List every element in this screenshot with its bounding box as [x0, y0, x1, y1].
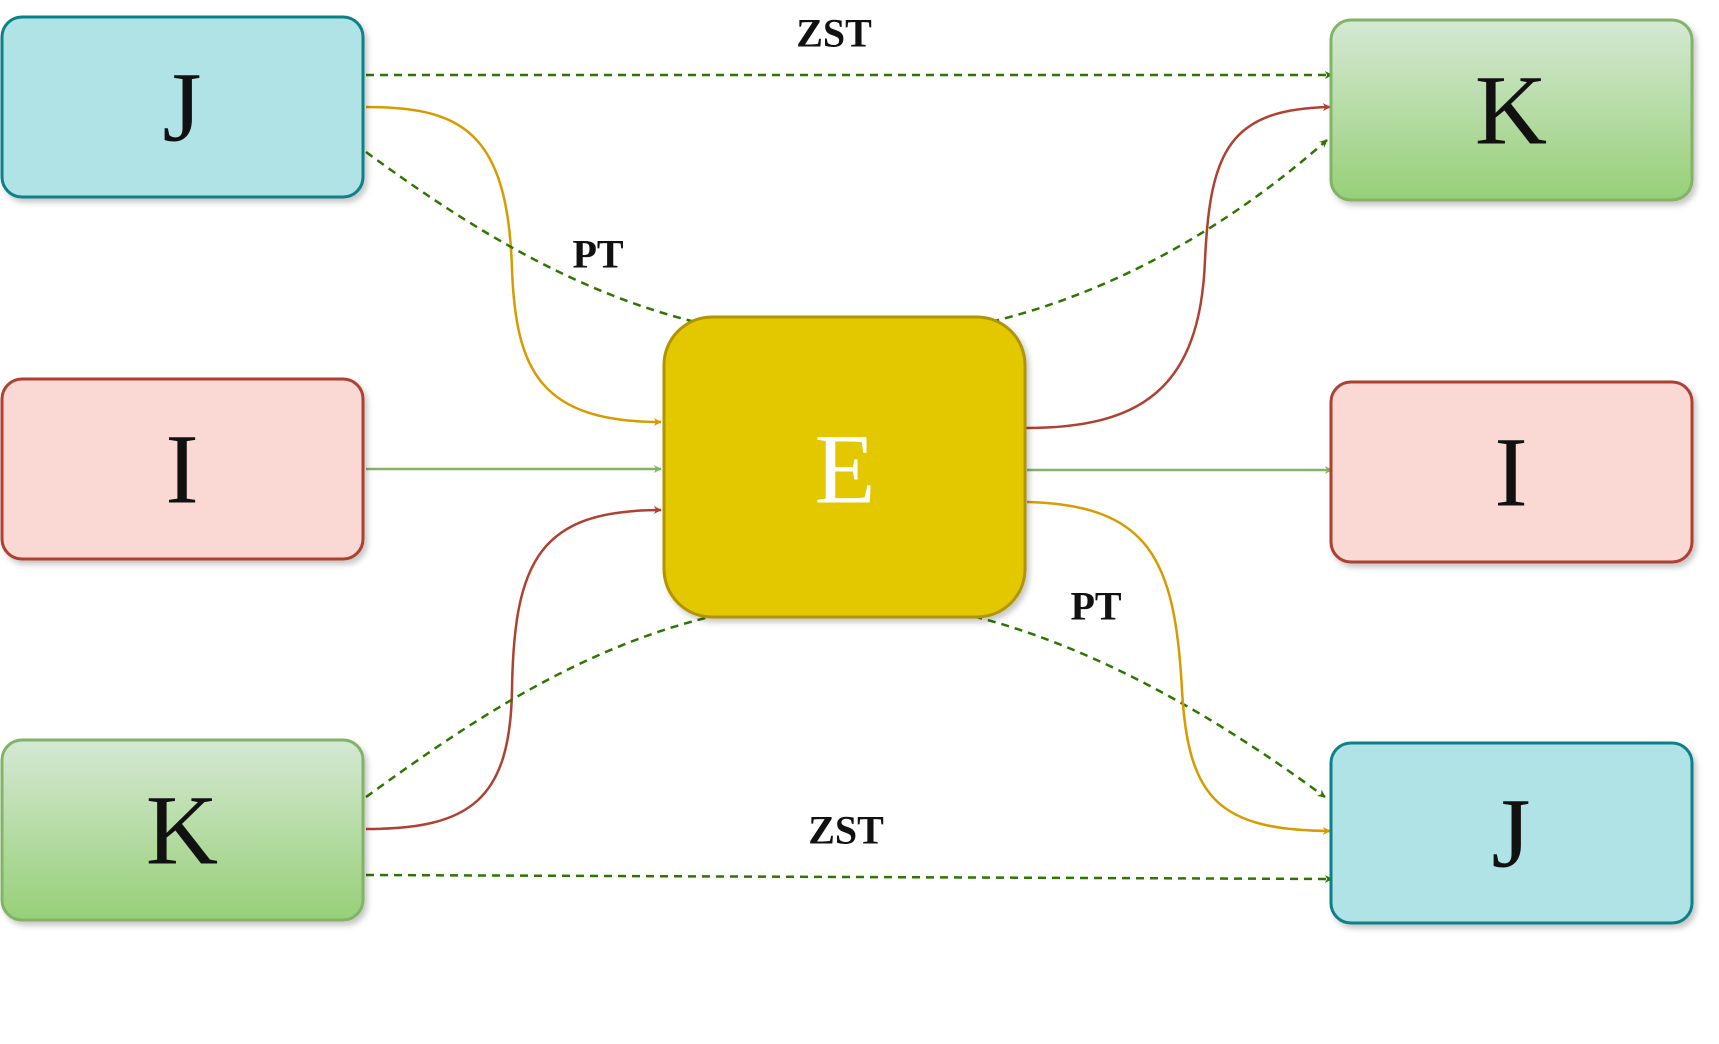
node-right-j[interactable]: J	[1329, 741, 1694, 925]
node-left-i[interactable]: I	[0, 377, 365, 561]
edge-label-pt-bottom: PT	[1070, 584, 1121, 629]
edge-k-to-j-zst	[365, 873, 1333, 883]
node-right-k[interactable]: K	[1329, 18, 1694, 202]
node-left-j[interactable]: J	[0, 15, 365, 199]
node-left-k[interactable]: K	[0, 738, 365, 922]
node-right-k-label: K	[1475, 55, 1547, 166]
edge-e-to-j	[1026, 500, 1331, 835]
edge-e-to-k	[1024, 103, 1331, 430]
edge-label-pt-top: PT	[572, 232, 623, 277]
node-right-i[interactable]: I	[1329, 380, 1694, 564]
node-right-i-label: I	[1494, 417, 1527, 528]
edge-j-to-e	[365, 105, 662, 426]
edge-k-to-e	[365, 506, 662, 831]
node-left-j-label: J	[163, 52, 202, 163]
node-left-i-label: I	[165, 414, 198, 525]
node-center-e[interactable]: E	[662, 315, 1027, 619]
edge-k-to-j-pt	[365, 598, 1326, 799]
node-right-j-label: J	[1492, 778, 1531, 889]
edge-label-zst-bottom: ZST	[808, 808, 884, 853]
node-center-e-label: E	[814, 414, 875, 525]
edge-label-zst-top: ZST	[796, 11, 872, 56]
node-left-k-label: K	[146, 775, 218, 886]
